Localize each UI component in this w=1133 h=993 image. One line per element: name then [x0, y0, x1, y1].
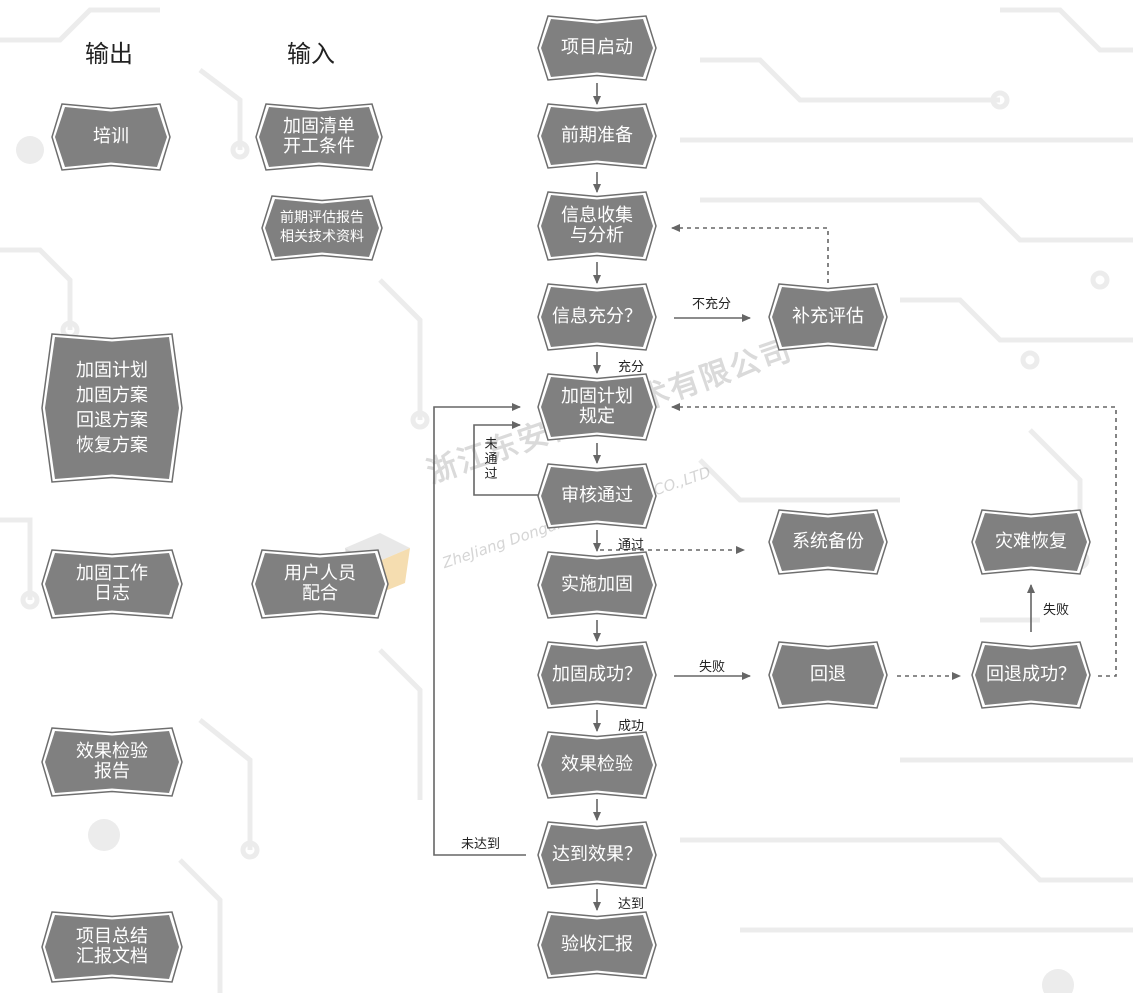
edge-label-not-enough: 不充分: [692, 297, 732, 312]
node-shape: [537, 731, 657, 799]
node-info-enough-decision: 信息充分？: [537, 283, 657, 351]
output-column-title: 输出: [85, 40, 133, 68]
node-effect-verification: 效果检验: [537, 731, 657, 799]
arrow-rollbackok-plan: [671, 403, 1117, 677]
input-assessment-report: 前期评估报告 相关技术资料: [261, 195, 383, 261]
node-shape: [41, 333, 183, 483]
node-shape: [537, 463, 657, 529]
output-training: 培训: [51, 103, 171, 171]
node-review-passed: 审核通过: [537, 463, 657, 529]
input-user-cooperation: 用户人员 配合: [251, 549, 389, 619]
node-shape: [537, 15, 657, 81]
node-shape: [537, 191, 657, 261]
edge-label-not-reached: 未达到: [461, 837, 501, 852]
node-shape: [537, 821, 657, 889]
edge-label-passed: 通过: [618, 538, 645, 553]
node-shape: [537, 641, 657, 709]
input-column-title: 输入: [287, 40, 335, 68]
arrow-effect-plan-not-reached: [433, 403, 526, 856]
output-work-log: 加固工作 日志: [41, 549, 183, 619]
node-shape: [41, 727, 183, 797]
arrow-supplement-collect: [671, 224, 829, 283]
node-acceptance-report: 验收汇报: [537, 911, 657, 979]
edge-label-enough: 充分: [618, 360, 645, 375]
node-rollback: 回退: [768, 641, 888, 709]
node-hardening-plan: 加固计划 规定: [537, 373, 657, 441]
node-effect-reached-decision: 达到效果？: [537, 821, 657, 889]
output-project-summary: 项目总结 汇报文档: [41, 911, 183, 983]
node-hardening-success-decision: 加固成功？: [537, 641, 657, 709]
node-shape: [537, 103, 657, 169]
node-implement-hardening: 实施加固: [537, 551, 657, 619]
output-plans: 加固计划 加固方案 回退方案 恢复方案: [41, 333, 183, 483]
node-system-backup: 系统备份: [768, 509, 888, 575]
arrow-review-plan-not-passed: [473, 421, 538, 496]
edge-label-not-passed: 未 通 过: [484, 437, 498, 482]
node-shape: [255, 103, 383, 171]
node-shape: [537, 373, 657, 441]
edge-label-succeeded: 成功: [618, 719, 645, 734]
node-shape: [261, 195, 383, 261]
node-shape: [41, 549, 183, 619]
node-shape: [51, 103, 171, 171]
node-info-collection: 信息收集 与分析: [537, 191, 657, 261]
edge-label-failed: 失败: [699, 660, 726, 675]
node-disaster-recovery: 灾难恢复: [971, 509, 1091, 575]
node-project-start: 项目启动: [537, 15, 657, 81]
node-shape: [768, 509, 888, 575]
input-checklist: 加固清单 开工条件: [255, 103, 383, 171]
node-shape: [537, 283, 657, 351]
edge-label-failed2: 失败: [1043, 603, 1070, 618]
node-shape: [251, 549, 389, 619]
node-preparation: 前期准备: [537, 103, 657, 169]
node-supplement-assessment: 补充评估: [768, 283, 888, 351]
node-shape: [971, 641, 1091, 709]
output-verification-report: 效果检验 报告: [41, 727, 183, 797]
node-rollback-success-decision: 回退成功？: [971, 641, 1091, 709]
node-shape: [768, 283, 888, 351]
edge-label-reached: 达到: [618, 897, 645, 912]
node-shape: [971, 509, 1091, 575]
node-shape: [768, 641, 888, 709]
node-shape: [537, 911, 657, 979]
node-shape: [537, 551, 657, 619]
node-shape: [41, 911, 183, 983]
